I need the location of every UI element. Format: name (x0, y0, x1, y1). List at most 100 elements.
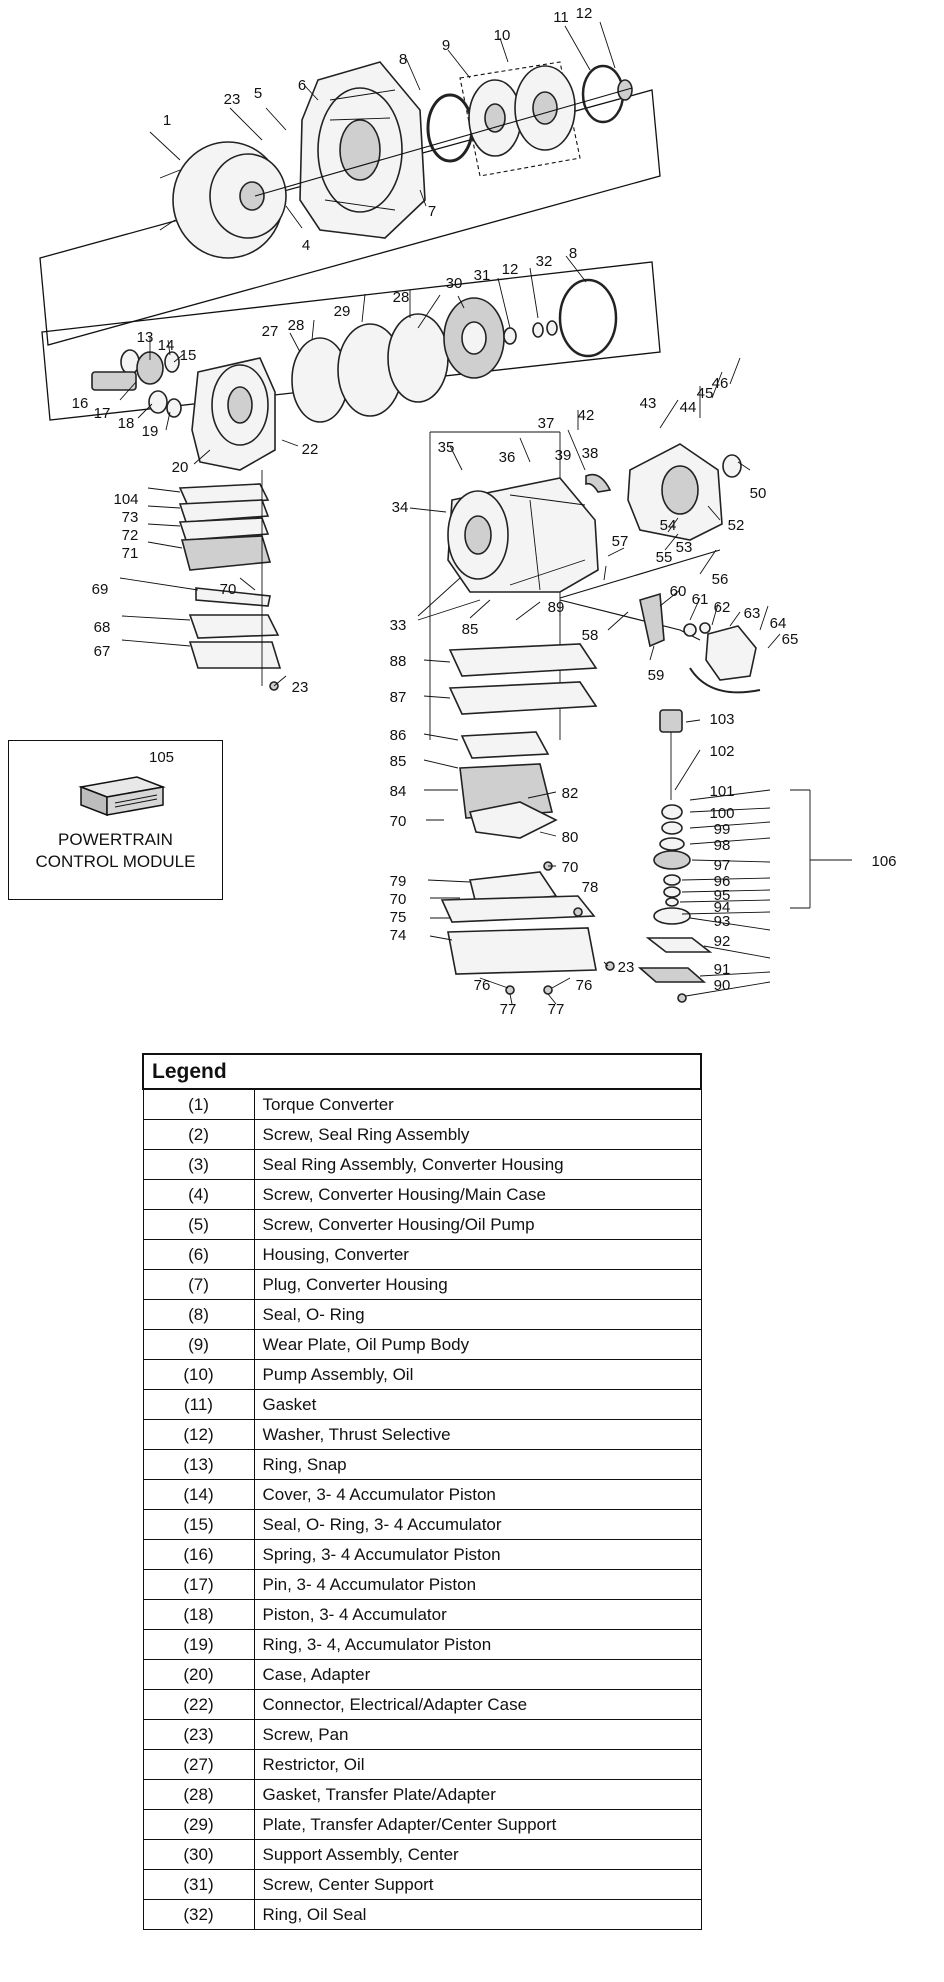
legend-number: (16) (142, 1539, 255, 1570)
callout: 55 (656, 549, 673, 566)
exploded-view-diagram: 1 23 5 6 8 9 10 11 12 4 7 31 12 32 8 30 … (39, 5, 897, 1018)
legend-number: (3) (142, 1149, 255, 1180)
callout: 32 (536, 253, 553, 270)
legend-number: (2) (142, 1119, 255, 1150)
callout: 23 (618, 959, 635, 976)
callout: 52 (728, 517, 745, 534)
legend-number: (1) (142, 1088, 255, 1120)
legend-row: (32)Ring, Oil Seal (142, 1899, 702, 1930)
legend-number: (23) (142, 1719, 255, 1750)
gasket-part (581, 64, 625, 124)
legend-number: (9) (142, 1329, 255, 1360)
legend-description: Screw, Center Support (253, 1869, 702, 1900)
legend-number: (4) (142, 1179, 255, 1210)
callout: 70 (562, 859, 579, 876)
callout: 17 (94, 405, 111, 422)
legend-description: Restrictor, Oil (253, 1749, 702, 1780)
oil-pump-part (468, 65, 576, 157)
legend-description: Wear Plate, Oil Pump Body (253, 1329, 702, 1360)
callout: 10 (494, 27, 511, 44)
powertrain-control-module-box: 105 POWERTRAIN CONTROL MODULE (8, 740, 223, 900)
callout: 101 (709, 783, 734, 800)
callout: 82 (562, 785, 579, 802)
legend-description: Piston, 3- 4 Accumulator (253, 1599, 702, 1630)
legend-row: (28)Gasket, Transfer Plate/Adapter (142, 1779, 702, 1810)
callout: 8 (399, 51, 407, 68)
legend-row: (17)Pin, 3- 4 Accumulator Piston (142, 1569, 702, 1600)
legend-row: (11)Gasket (142, 1389, 702, 1420)
callout: 98 (714, 837, 731, 854)
callout: 70 (390, 891, 407, 908)
manual-shaft-parts (639, 592, 711, 648)
callout: 70 (390, 813, 407, 830)
legend-row: (14)Cover, 3- 4 Accumulator Piston (142, 1479, 702, 1510)
legend-table: Legend (1)Torque Converter(2)Screw, Seal… (142, 1053, 702, 1930)
legend-number: (22) (142, 1689, 255, 1720)
leader-lines (119, 21, 852, 1005)
callout: 69 (92, 581, 109, 598)
legend-description: Ring, Oil Seal (253, 1899, 702, 1930)
callout: 53 (676, 539, 693, 556)
legend-row: (7)Plug, Converter Housing (142, 1269, 702, 1300)
legend-number: (13) (142, 1449, 255, 1480)
callout: 8 (569, 245, 577, 262)
lower-valve-stack (440, 643, 615, 995)
callout: 78 (582, 879, 599, 896)
o-ring-part (558, 278, 618, 358)
callout: 23 (292, 679, 309, 696)
callout: 11 (553, 9, 569, 26)
callout: 36 (499, 449, 516, 466)
callout: 97 (714, 857, 731, 874)
legend-row: (4)Screw, Converter Housing/Main Case (142, 1179, 702, 1210)
legend-row: (23)Screw, Pan (142, 1719, 702, 1750)
legend-row: (1)Torque Converter (142, 1088, 702, 1120)
callout: 5 (254, 85, 262, 102)
callout: 86 (390, 727, 407, 744)
main-case-part (447, 477, 599, 593)
callout: 90 (714, 977, 731, 994)
callout: 94 (714, 899, 731, 916)
callout: 31 (474, 267, 491, 284)
legend-row: (12)Washer, Thrust Selective (142, 1419, 702, 1450)
callout: 100 (709, 805, 734, 822)
callout: 37 (538, 415, 555, 432)
callout: 77 (548, 1001, 565, 1018)
callout: 6 (298, 77, 306, 94)
legend-row: (29)Plate, Transfer Adapter/Center Suppo… (142, 1809, 702, 1840)
legend-number: (19) (142, 1629, 255, 1660)
position-switch-part (689, 625, 761, 694)
legend-description: Pin, 3- 4 Accumulator Piston (253, 1569, 702, 1600)
servo-band-part (585, 473, 612, 493)
legend-row: (27)Restrictor, Oil (142, 1749, 702, 1780)
callout: 93 (714, 913, 731, 930)
callout: 1 (163, 112, 171, 129)
legend-description: Screw, Converter Housing/Oil Pump (253, 1209, 702, 1240)
legend-number: (30) (142, 1839, 255, 1870)
callout: 7 (428, 203, 436, 220)
legend-row: (31)Screw, Center Support (142, 1869, 702, 1900)
callout: 71 (122, 545, 139, 562)
callout: 14 (158, 337, 175, 354)
legend-row: (15)Seal, O- Ring, 3- 4 Accumulator (142, 1509, 702, 1540)
pcm-label: POWERTRAIN CONTROL MODULE (35, 830, 196, 871)
legend-number: (5) (142, 1209, 255, 1240)
callout: 79 (390, 873, 407, 890)
callout: 80 (562, 829, 579, 846)
adapter-case-part (191, 357, 276, 471)
legend-row: (22)Connector, Electrical/Adapter Case (142, 1689, 702, 1720)
legend-description: Screw, Pan (253, 1719, 702, 1750)
callout: 75 (390, 909, 407, 926)
callout: 68 (94, 619, 111, 636)
callout: 62 (714, 599, 731, 616)
callout: 60 (670, 583, 687, 600)
accumulator-parts (91, 349, 182, 418)
callout: 30 (446, 275, 463, 292)
legend-row: (10)Pump Assembly, Oil (142, 1359, 702, 1390)
callout: 19 (142, 423, 159, 440)
filter-stack-part (637, 709, 811, 1003)
callout: 16 (72, 395, 89, 412)
legend-description: Gasket, Transfer Plate/Adapter (253, 1779, 702, 1810)
callout: 15 (180, 347, 197, 364)
callout: 103 (709, 711, 734, 728)
callout: 44 (680, 399, 697, 416)
